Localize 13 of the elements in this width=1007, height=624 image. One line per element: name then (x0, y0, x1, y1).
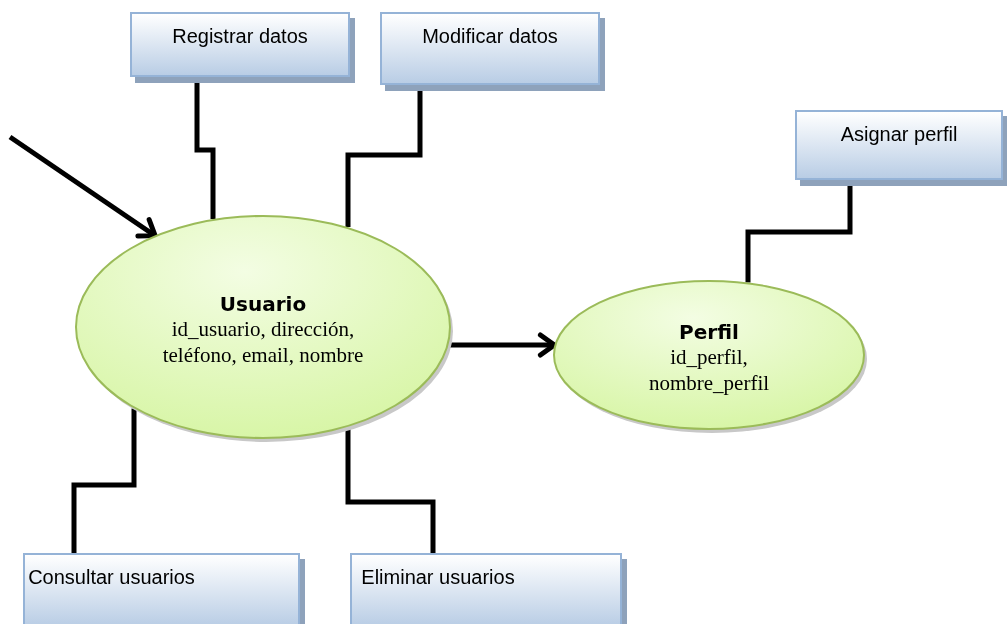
entity-name: Perfil (679, 319, 739, 344)
box-label: Eliminar usuarios (360, 566, 516, 589)
connector-line (71, 408, 137, 553)
entity-name: Usuario (219, 291, 307, 316)
box-label: Modificar datos (421, 25, 559, 48)
entity-ellipse (75, 215, 451, 439)
box-label: Registrar datos (171, 25, 309, 48)
box-label: Consultar usuarios (27, 566, 196, 589)
attribute-list: id_usuario, dirección, teléfono, email, nombre (153, 315, 373, 369)
box-label: Asignar perfil (839, 123, 959, 146)
entity-ellipse (553, 280, 865, 430)
attribute-list: id_perfil, nombre_perfil (609, 343, 809, 397)
arrow (8, 134, 158, 239)
